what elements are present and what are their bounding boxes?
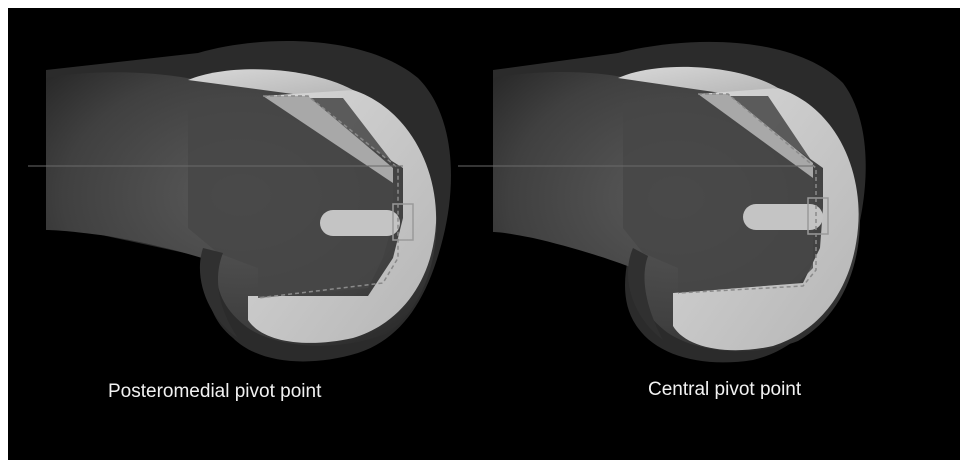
caption-posteromedial: Posteromedial pivot point [108,381,321,403]
right-femur-model [493,42,866,363]
left-peg [320,210,400,236]
image-frame: Posteromedial pivot point Central pivot … [8,8,960,460]
left-femur-model [46,41,451,361]
caption-central: Central pivot point [648,379,801,401]
right-peg [743,204,823,230]
